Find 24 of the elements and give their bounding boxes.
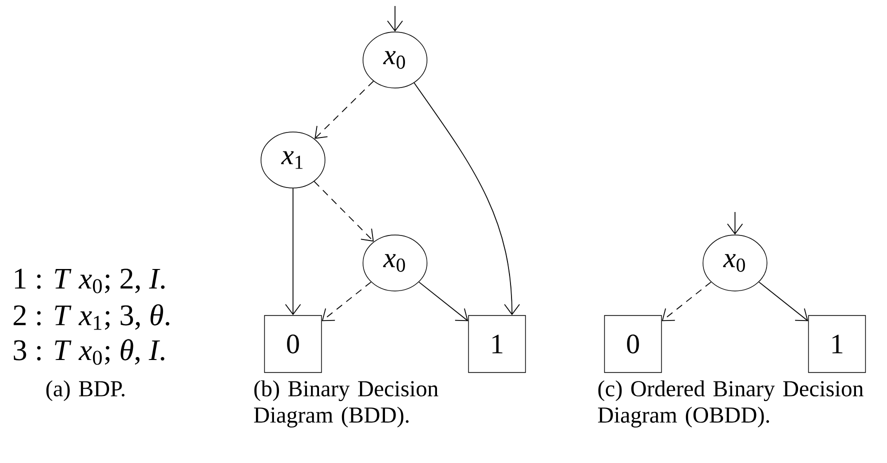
terminal-box: 1 bbox=[808, 315, 866, 373]
arrow bbox=[322, 282, 372, 322]
subfigure-caption: (a) BDP. bbox=[46, 380, 124, 402]
terminal-box: 0 bbox=[264, 315, 322, 373]
arrow bbox=[418, 282, 468, 322]
arrow bbox=[387, 6, 403, 32]
arrow bbox=[285, 188, 301, 316]
formula-line: 3 : T x$_{0}$; θ, I. bbox=[14, 339, 164, 365]
arrow bbox=[314, 180, 374, 242]
arrow bbox=[758, 282, 808, 322]
variable-node: x$_{0}$ bbox=[362, 32, 428, 88]
arrow bbox=[414, 82, 520, 316]
arrow bbox=[662, 282, 712, 322]
arrow bbox=[314, 80, 374, 139]
terminal-box: 0 bbox=[604, 315, 662, 373]
subfigure-caption: (b) Binary Decision Diagram (BDD). bbox=[254, 380, 438, 428]
variable-node: x$_{0}$ bbox=[702, 234, 768, 292]
subfigure-caption: (c) Ordered Binary Decision Diagram (OBDD). bbox=[598, 380, 864, 428]
variable-node: x$_{0}$ bbox=[362, 234, 428, 292]
formula-line: 2 : T x$_{1}$; 3, θ. bbox=[14, 304, 170, 330]
arrow bbox=[727, 212, 743, 235]
terminal-box: 1 bbox=[468, 315, 526, 373]
variable-node: x$_{1}$ bbox=[260, 132, 326, 188]
formula-line: 1 : T x$_{0}$; 2, I. bbox=[14, 268, 165, 294]
